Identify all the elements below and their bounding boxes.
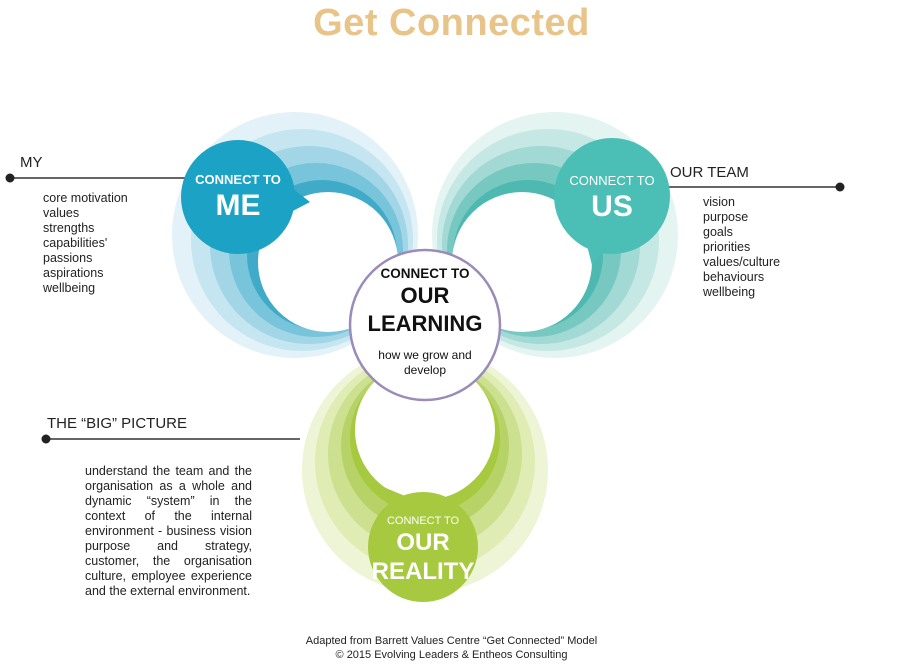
me-connect-to: CONNECT TO xyxy=(195,172,281,187)
list-item: wellbeing xyxy=(703,285,756,299)
reality-connect-to: CONNECT TO xyxy=(386,515,460,527)
list-item: values xyxy=(43,206,80,220)
list-item: strengths xyxy=(43,221,95,235)
us-bubble-text: CONNECT TO US xyxy=(554,173,670,225)
list-item: vision xyxy=(703,195,735,209)
list-item: behaviours xyxy=(703,270,765,284)
learning-subtitle: how we grow and develop xyxy=(378,348,472,377)
us-connect-to: CONNECT TO xyxy=(569,173,655,188)
me-connector-dot xyxy=(5,173,15,183)
list-item: aspirations xyxy=(43,266,104,280)
page-title: Get Connected xyxy=(313,2,590,44)
learning-circle xyxy=(348,248,502,402)
reality-connector-dot xyxy=(41,434,51,444)
list-item: goals xyxy=(703,225,733,239)
list-item: values/culture xyxy=(703,255,781,269)
learning-title-line1: OUR xyxy=(400,283,450,308)
learning-connect-to: CONNECT TO xyxy=(380,266,470,281)
me-bubble xyxy=(181,140,310,254)
me-bubble-text: CONNECT TO ME xyxy=(181,172,295,224)
learning-text: CONNECT TO OUR LEARNING how we grow and … xyxy=(355,266,495,378)
reality-swirl xyxy=(302,347,548,593)
learning-title-line2: LEARNING xyxy=(367,311,483,336)
reality-title-line1: OUR xyxy=(396,529,450,556)
me-list: core motivation values strengths capabil… xyxy=(43,191,128,296)
us-title: US xyxy=(591,190,633,223)
footer-line2: © 2015 Evolving Leaders & Entheos Consul… xyxy=(335,649,568,661)
reality-side-label: THE “BIG” PICTURE xyxy=(47,415,188,432)
reality-bubble-text: CONNECT TO OUR REALITY xyxy=(366,515,480,586)
me-title: ME xyxy=(215,189,261,222)
reality-bubble xyxy=(368,486,478,602)
footer: Adapted from Barrett Values Centre “Get … xyxy=(0,634,903,662)
list-item: wellbeing xyxy=(43,281,96,295)
list-item: capabilities' xyxy=(43,236,108,250)
me-side-label: MY xyxy=(20,154,43,171)
us-connector-dot xyxy=(835,182,845,192)
us-bubble xyxy=(554,138,670,265)
us-side-label: OUR TEAM xyxy=(670,164,749,181)
reality-description: understand the team and the organisation… xyxy=(85,464,252,598)
list-item: priorities xyxy=(703,240,751,254)
list-item: passions xyxy=(43,251,93,265)
list-item: core motivation xyxy=(43,191,128,205)
footer-line1: Adapted from Barrett Values Centre “Get … xyxy=(305,635,598,647)
reality-title-line2: REALITY xyxy=(371,558,475,585)
us-list: vision purpose goals priorities values/c… xyxy=(703,195,780,300)
list-item: purpose xyxy=(703,210,749,224)
